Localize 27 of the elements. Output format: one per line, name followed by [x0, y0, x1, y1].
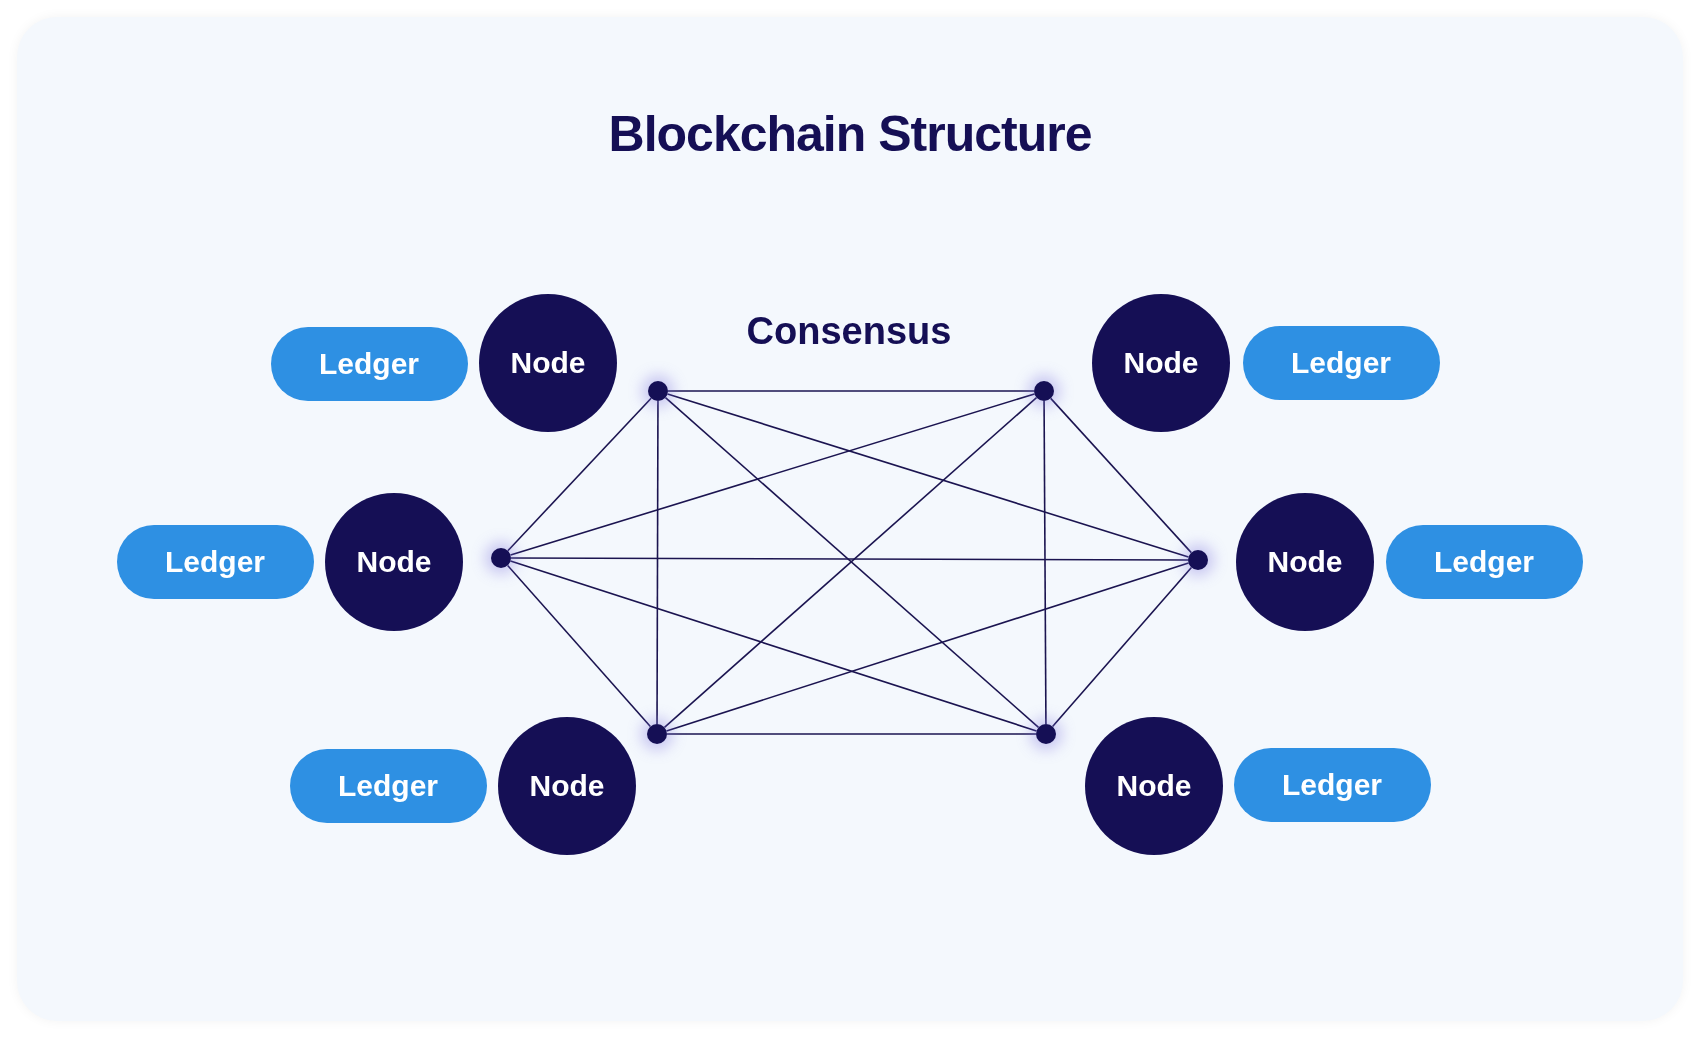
connection-line [509, 393, 1036, 556]
connection-line [506, 564, 652, 728]
node-label: Ledger [1434, 545, 1534, 579]
connection-line [666, 393, 1190, 558]
connection-line [1049, 397, 1193, 554]
connection-line [1043, 400, 1047, 725]
connection-line [665, 562, 1190, 732]
node-label: Node [1116, 769, 1192, 803]
consensus-label: Consensus [746, 309, 952, 353]
node-label: Node [1123, 346, 1199, 380]
node-label: Ledger [1291, 346, 1391, 380]
node-label: Node [1267, 545, 1343, 579]
connection-line [510, 557, 1189, 561]
node-label: Ledger [319, 347, 419, 381]
connection-line [507, 397, 652, 552]
node-label: Ledger [338, 769, 438, 803]
connection-line [667, 390, 1035, 392]
connection-line [1051, 566, 1193, 728]
title: Blockchain Structure [608, 106, 1092, 162]
node-label: Ledger [165, 545, 265, 579]
node-label: Ledger [1282, 768, 1382, 802]
connection-line [666, 733, 1037, 735]
connection-line [656, 400, 659, 725]
node-label: Node [356, 545, 432, 579]
node-label: Node [529, 769, 605, 803]
connection-line [509, 560, 1038, 732]
node-label: Node [510, 346, 586, 380]
